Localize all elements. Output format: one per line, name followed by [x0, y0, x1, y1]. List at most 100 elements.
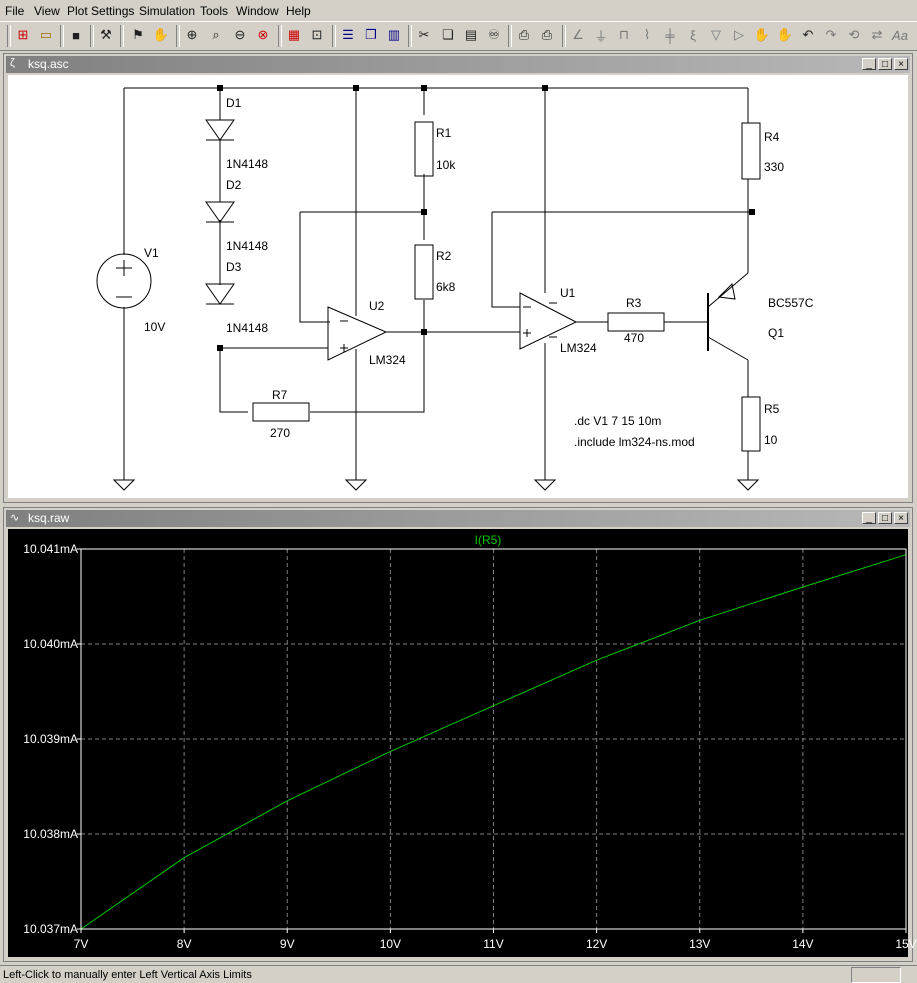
- d1-label: D1: [226, 96, 242, 110]
- resistor-r5[interactable]: [741, 396, 761, 452]
- print-setup-icon[interactable]: ⎙: [518, 27, 530, 42]
- close-button[interactable]: ×: [894, 512, 908, 524]
- wires: [123, 87, 752, 480]
- maximize-button[interactable]: □: [878, 58, 892, 70]
- resistor-r4[interactable]: [741, 122, 761, 180]
- undo-icon[interactable]: ↶: [802, 27, 814, 42]
- resistor-r7[interactable]: [252, 402, 310, 422]
- component-icon[interactable]: ▷: [734, 27, 744, 42]
- zoom-cancel-icon[interactable]: ⊗: [257, 27, 269, 42]
- r2-value: 6k8: [436, 280, 456, 294]
- drag-icon[interactable]: ✋: [776, 27, 794, 42]
- menu-file[interactable]: File: [5, 4, 25, 18]
- close-button[interactable]: ×: [894, 58, 908, 70]
- toolbar-separator: [278, 25, 282, 47]
- tile-horizontal-icon[interactable]: ☰: [342, 27, 354, 42]
- resistor-r2[interactable]: [414, 244, 434, 300]
- resistor-r3[interactable]: [607, 312, 665, 332]
- capacitor-icon[interactable]: ╪: [665, 27, 675, 43]
- schematic-drawing: V1 10V D1 1N4148 D2 1N4148 D3 1N4148 R1 …: [96, 85, 814, 491]
- save-icon[interactable]: ■: [72, 27, 80, 43]
- x-tick-label: 15V: [895, 937, 916, 951]
- diode-icon[interactable]: ▽: [711, 27, 721, 42]
- diode-d2[interactable]: [205, 195, 235, 277]
- schematic-doc-icon: ζ: [10, 57, 15, 69]
- r4-value: 330: [764, 160, 784, 174]
- trace-i-r5[interactable]: [80, 554, 907, 930]
- d3-model: 1N4148: [226, 321, 268, 335]
- toolbar-separator: [176, 25, 180, 47]
- inductor-icon[interactable]: ξ: [690, 27, 696, 43]
- cascade-icon[interactable]: ❐: [365, 27, 377, 42]
- print-icon[interactable]: ⎙: [541, 27, 553, 42]
- resistor-r1[interactable]: [414, 121, 434, 177]
- voltage-source-v1[interactable]: [96, 253, 152, 309]
- waveform-titlebar: ∿ ksq.raw _ □ ×: [6, 510, 910, 527]
- rotate-icon[interactable]: ⟲: [848, 27, 860, 42]
- zoom-in-icon[interactable]: ⊕: [186, 27, 198, 42]
- spice-directive-dc[interactable]: .dc V1 7 15 10m: [574, 414, 661, 428]
- x-tick-label: 11V: [483, 937, 503, 951]
- status-bar: Left-Click to manually enter Left Vertic…: [0, 965, 917, 983]
- mirror-icon[interactable]: ⇄: [871, 27, 883, 42]
- menu-bar: File View Plot Settings Simulation Tools…: [0, 0, 917, 20]
- move-icon[interactable]: ✋: [753, 27, 771, 42]
- menu-help[interactable]: Help: [286, 4, 311, 18]
- label-icon[interactable]: ⊓: [618, 27, 630, 42]
- diode-d1[interactable]: [205, 113, 235, 195]
- new-schematic-icon[interactable]: ⊞: [17, 27, 29, 42]
- schematic-titlebar: ζ ksq.asc _ □ ×: [6, 56, 910, 73]
- cut-icon[interactable]: ✂: [418, 27, 430, 42]
- x-tick-label: 10V: [380, 937, 401, 951]
- text-icon[interactable]: Aa: [892, 27, 908, 43]
- minimize-button[interactable]: _: [862, 512, 876, 524]
- pan-icon[interactable]: ✋: [152, 27, 170, 42]
- wire-icon[interactable]: ∠: [572, 27, 584, 42]
- y-tick-label: 10.037mA: [23, 922, 78, 936]
- ground-icon[interactable]: ⏚: [594, 28, 608, 44]
- find-icon[interactable]: ♾: [488, 27, 500, 42]
- menu-tools[interactable]: Tools: [200, 4, 229, 18]
- toolbar-separator: [332, 25, 336, 47]
- menu-window[interactable]: Window: [236, 4, 279, 18]
- zoom-out-icon[interactable]: ⊖: [234, 27, 246, 42]
- control-panel-icon[interactable]: ⚒: [100, 27, 112, 42]
- status-text: Left-Click to manually enter Left Vertic…: [3, 969, 252, 981]
- spice-directive-include[interactable]: .include lm324-ns.mod: [574, 435, 695, 449]
- menu-simulation[interactable]: Simulation: [139, 4, 196, 18]
- copy-icon[interactable]: ❏: [442, 27, 454, 42]
- trace-label-i-r5[interactable]: I(R5): [475, 533, 502, 547]
- r3-label: R3: [626, 296, 642, 310]
- q1-label: Q1: [768, 326, 784, 340]
- opamp-u1[interactable]: [519, 292, 578, 350]
- run-icon[interactable]: ⚑: [132, 27, 144, 42]
- redo-icon[interactable]: ↷: [825, 27, 837, 42]
- menu-view[interactable]: View: [34, 4, 60, 18]
- d1-model: 1N4148: [226, 157, 268, 171]
- toolbar-separator: [562, 25, 566, 47]
- tile-vertical-icon[interactable]: ▥: [387, 27, 401, 42]
- x-tick-label: 14V: [792, 937, 813, 951]
- opamp-u2[interactable]: [327, 306, 388, 361]
- zoom-area-icon[interactable]: ⌕: [212, 27, 220, 42]
- transistor-q1[interactable]: [707, 272, 749, 361]
- resistor-icon[interactable]: ⌇: [643, 27, 651, 42]
- toolbar: ⊞ ▭ ■ ⚒ ⚑ ✋ ⊕ ⌕ ⊖ ⊗ ▦ ⊡ ☰ ❐ ▥ ✂ ❏ ▤ ♾ ⎙ …: [0, 21, 917, 51]
- zoom-fit-icon[interactable]: ⊡: [311, 27, 323, 42]
- schematic-title: ksq.asc: [28, 57, 69, 71]
- autorange-icon[interactable]: ▦: [287, 27, 301, 42]
- toolbar-separator: [60, 25, 64, 47]
- junctions: [217, 85, 755, 351]
- open-icon[interactable]: ▭: [39, 27, 53, 42]
- menu-plot-settings[interactable]: Plot Settings: [67, 4, 135, 18]
- paste-icon[interactable]: ▤: [464, 27, 478, 42]
- r1-label: R1: [436, 126, 452, 140]
- schematic-canvas[interactable]: V1 10V D1 1N4148 D2 1N4148 D3 1N4148 R1 …: [8, 75, 908, 498]
- diode-d3[interactable]: [205, 277, 235, 305]
- toolbar-separator: [508, 25, 512, 47]
- minimize-button[interactable]: _: [862, 58, 876, 70]
- maximize-button[interactable]: □: [878, 512, 892, 524]
